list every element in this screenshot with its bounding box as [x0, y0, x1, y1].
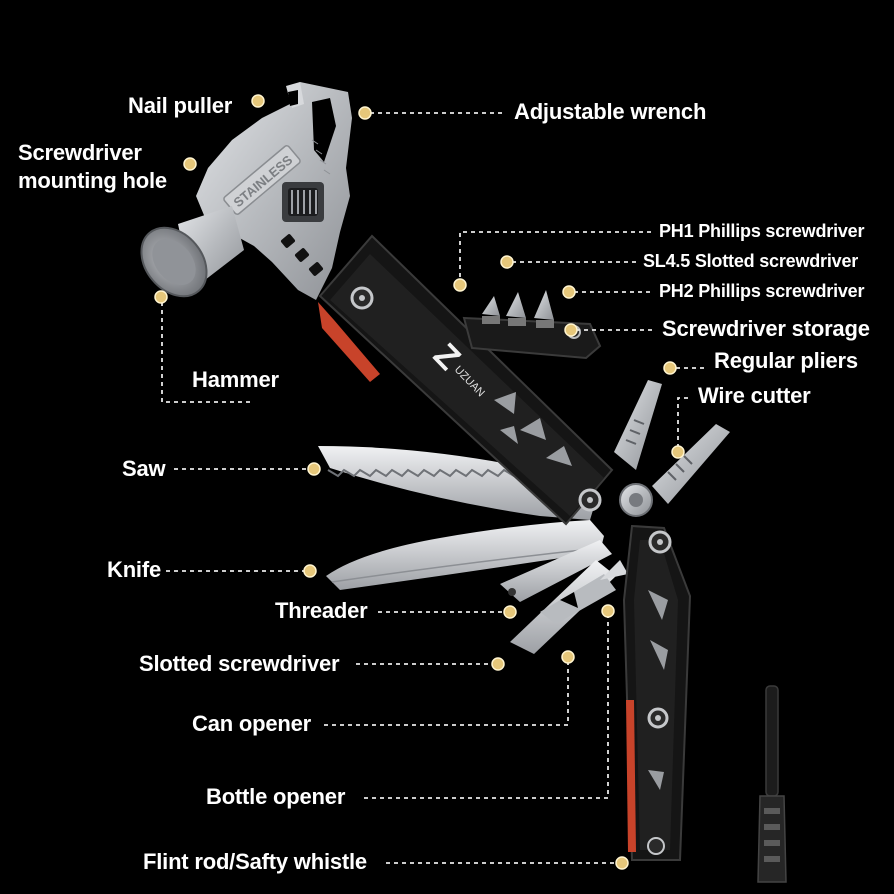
- label-hammer: Hammer: [192, 367, 279, 392]
- leader-lines: [161, 112, 706, 864]
- label-bottle-opener: Bottle opener: [206, 784, 346, 809]
- screwdriver-tools: [510, 560, 628, 654]
- label-nail-puller: Nail puller: [128, 93, 233, 118]
- marker-dot: [491, 657, 505, 671]
- screwdriver-storage: [462, 290, 602, 360]
- pliers: [614, 380, 730, 517]
- label-flint-rod-safty-whistle: Flint rod/Safty whistle: [143, 849, 367, 874]
- marker-dot: [154, 290, 168, 304]
- knife-blade: [326, 520, 604, 590]
- flint-rod: [757, 685, 787, 883]
- lower-handle: [622, 524, 692, 861]
- threader-tool: [500, 540, 612, 602]
- label-saw: Saw: [122, 456, 166, 481]
- label-threader: Threader: [275, 598, 368, 623]
- label-ph1-phillips-screwdriver: PH1 Phillips screwdriver: [659, 221, 865, 241]
- label-slotted-screwdriver: Slotted screwdriver: [139, 651, 340, 676]
- marker-dot: [358, 106, 372, 120]
- marker-dot: [561, 650, 575, 664]
- marker-dot: [303, 564, 317, 578]
- label-regular-pliers: Regular pliers: [714, 348, 858, 373]
- marker-dot: [564, 323, 578, 337]
- hammer-head: [140, 206, 244, 298]
- marker-dot: [307, 462, 321, 476]
- upper-handle: [318, 234, 614, 526]
- label-screwdriver-mounting-hole-line1: Screwdriver: [18, 140, 142, 165]
- label-screwdriver-mounting-hole-line2: mounting hole: [18, 168, 167, 193]
- label-adjustable-wrench: Adjustable wrench: [514, 99, 707, 124]
- label-can-opener: Can opener: [192, 711, 312, 736]
- marker-dot: [615, 856, 629, 870]
- label-knife: Knife: [107, 557, 162, 582]
- label-ph2-phillips-screwdriver: PH2 Phillips screwdriver: [659, 281, 865, 301]
- label-wire-cutter: Wire cutter: [698, 383, 811, 408]
- marker-dot: [503, 605, 517, 619]
- marker-dot: [671, 445, 685, 459]
- marker-dot: [251, 94, 265, 108]
- marker-dot: [500, 255, 514, 269]
- label-screwdriver-storage: Screwdriver storage: [662, 316, 870, 341]
- marker-dot: [663, 361, 677, 375]
- marker-dot: [183, 157, 197, 171]
- marker-dot: [562, 285, 576, 299]
- label-sl45-slotted-screwdriver: SL4.5 Slotted screwdriver: [643, 251, 859, 271]
- marker-dot: [601, 604, 615, 618]
- wrench-head: STAINLESS: [196, 82, 352, 300]
- marker-dots: [154, 94, 685, 870]
- marker-dot: [453, 278, 467, 292]
